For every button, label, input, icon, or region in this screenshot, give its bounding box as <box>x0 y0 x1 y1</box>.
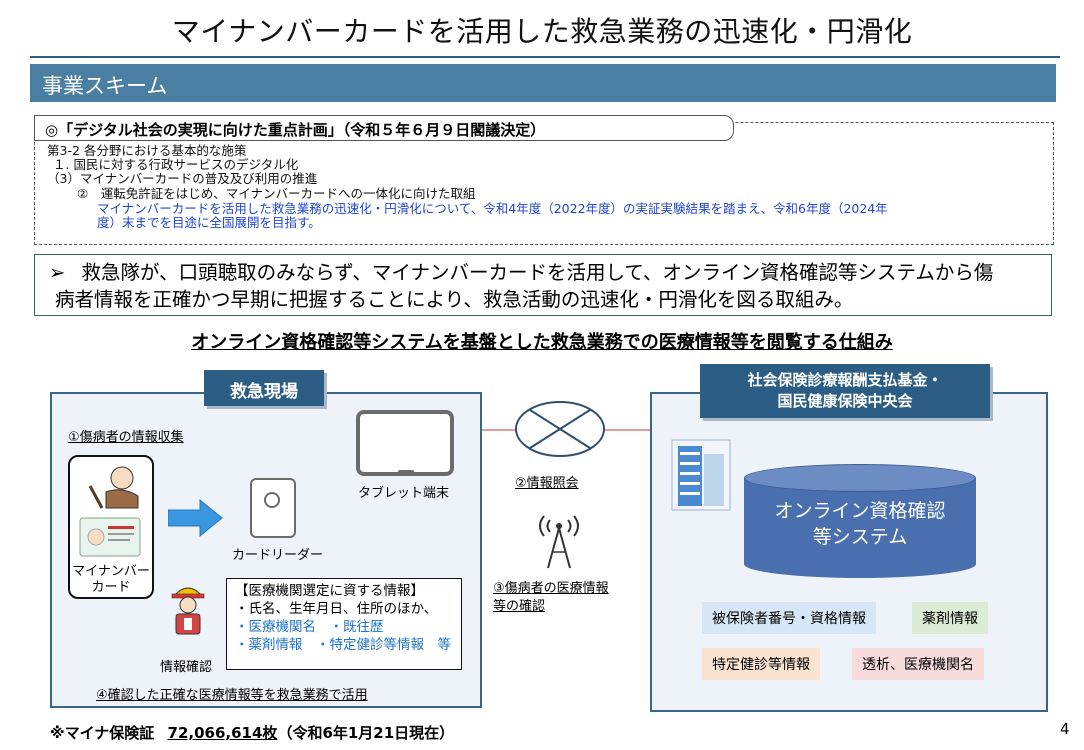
policy-line-2: １. 国民に対する行政サービスのデジタル化 <box>53 157 299 172</box>
step2-label: ②情報照会 <box>515 476 579 491</box>
policy-line-4: ② 運転免許証をはじめ、マイナンバーカードへの一体化に向けた取組 <box>77 186 476 201</box>
database-body <box>744 478 976 564</box>
tablet-label: タブレット端末 <box>358 486 450 501</box>
tag-health-checkup: 特定健診等情報 <box>702 648 820 680</box>
card-reader-slot-icon <box>264 492 280 508</box>
info-box-line-2: ・医療機関名 ・既往歴 <box>235 619 384 635</box>
summary-line-2: 病者情報を正確かつ早期に把握することにより、救急活動の迅速化・円滑化を図る取組み… <box>55 288 854 311</box>
info-box-line-1: ・氏名、生年月日、住所のほか、 <box>235 601 438 617</box>
id-card-text-icon-2 <box>108 539 130 541</box>
summary-bullet-icon: ➢ <box>49 261 66 284</box>
tablet-button-icon <box>398 470 414 475</box>
building-icon <box>671 439 731 511</box>
card-label-line-1: マイナンバー <box>72 564 150 579</box>
database-label: オンライン資格確認 等システム <box>744 498 976 550</box>
step3-label-line-1: ③傷病者の医療情報 <box>493 581 609 596</box>
id-card-text-icon <box>108 533 134 535</box>
step3-label: ③傷病者の医療情報 等の確認 <box>493 580 609 616</box>
fund-tab-line-1: 社会保険診療報酬支払基金・ <box>747 371 943 389</box>
rescue-worker-icon <box>171 587 205 635</box>
footer-date: （令和6年1月21日現在） <box>277 724 455 742</box>
step1-label: ①傷病者の情報収集 <box>68 430 184 445</box>
policy-heading-tab: ◎「デジタル社会の実現に向けた重点計画」（令和５年６月９日閣議決定） <box>34 115 734 141</box>
summary-line-1: 救急隊が、口頭聴取のみならず、マイナンバーカードを活用して、オンライン資格確認等… <box>81 261 994 284</box>
footer-note: ※マイナ保険証 72,066,614枚（令和6年1月21日現在） <box>50 722 454 743</box>
fund-panel-tab: 社会保険診療報酬支払基金・ 国民健康保険中央会 <box>700 364 990 418</box>
antenna-icon <box>539 515 579 569</box>
cane-icon <box>88 485 104 509</box>
step3-label-line-2: 等の確認 <box>493 599 546 614</box>
card-reader-label: カードリーダー <box>232 548 324 563</box>
staff-label: 情報確認 <box>160 660 213 675</box>
tag-dialysis-institution: 透析、医療機関名 <box>852 648 984 680</box>
blue-arrow-icon <box>168 498 223 538</box>
step4-label: ④確認した正確な医療情報等を救急業務で活用 <box>96 688 368 703</box>
database-label-line-1: オンライン資格確認 <box>774 500 946 522</box>
emergency-site-tab: 救急現場 <box>204 370 324 406</box>
tag-insured-number: 被保険者番号・資格情報 <box>702 602 876 634</box>
card-label-line-2: カード <box>91 580 131 595</box>
policy-blue-line-2: 度）末までを目途に全国展開を目指す。 <box>97 215 321 230</box>
footer-label: ※マイナ保険証 <box>50 724 155 742</box>
patient-card-illustration <box>79 466 141 557</box>
patient-head-icon <box>110 466 134 490</box>
summary-box: ➢ 救急隊が、口頭聴取のみならず、マイナンバーカードを活用して、オンライン資格確… <box>34 254 1052 316</box>
id-card-stripe-icon <box>108 526 134 529</box>
id-card-photo-icon <box>87 528 105 546</box>
fund-tab-line-2: 国民健康保険中央会 <box>777 392 913 410</box>
section-header: 事業スキーム <box>30 64 1056 102</box>
info-box-line-3: ・薬剤情報 ・特定健診等情報 等 <box>235 637 451 653</box>
card-reader-icon <box>250 478 296 538</box>
policy-box: 第3-2 各分野における基本的な施策 １. 国民に対する行政サービスのデジタル化… <box>34 122 1054 245</box>
page-title: マイナンバーカードを活用した救急業務の迅速化・円滑化 <box>171 15 913 48</box>
tag-medication-info: 薬剤情報 <box>912 602 988 634</box>
tablet-icon <box>356 410 454 476</box>
mechanism-title: オンライン資格確認等システムを基盤とした救急業務での医療情報等を閲覧する仕組み <box>191 332 893 353</box>
patient-body-icon <box>105 489 139 509</box>
page-number: 4 <box>1060 720 1070 738</box>
policy-blue-line-1: マイナンバーカードを活用した救急業務の迅速化・円滑化について、令和4年度（202… <box>97 201 888 216</box>
database-top <box>744 464 976 492</box>
policy-line-3: （3）マイナンバーカードの普及及び利用の推進 <box>47 171 318 186</box>
card-label: マイナンバー カード <box>70 564 152 596</box>
network-icon <box>515 401 605 457</box>
policy-line-1: 第3-2 各分野における基本的な施策 <box>47 143 247 158</box>
footer-count: 72,066,614枚 <box>167 724 278 742</box>
info-box-heading: 【医療機関選定に資する情報】 <box>235 583 424 599</box>
database-label-line-2: 等システム <box>812 526 908 548</box>
title-divider <box>30 56 1060 58</box>
medical-info-box: 【医療機関選定に資する情報】 ・氏名、生年月日、住所のほか、 ・医療機関名 ・既… <box>226 578 462 670</box>
